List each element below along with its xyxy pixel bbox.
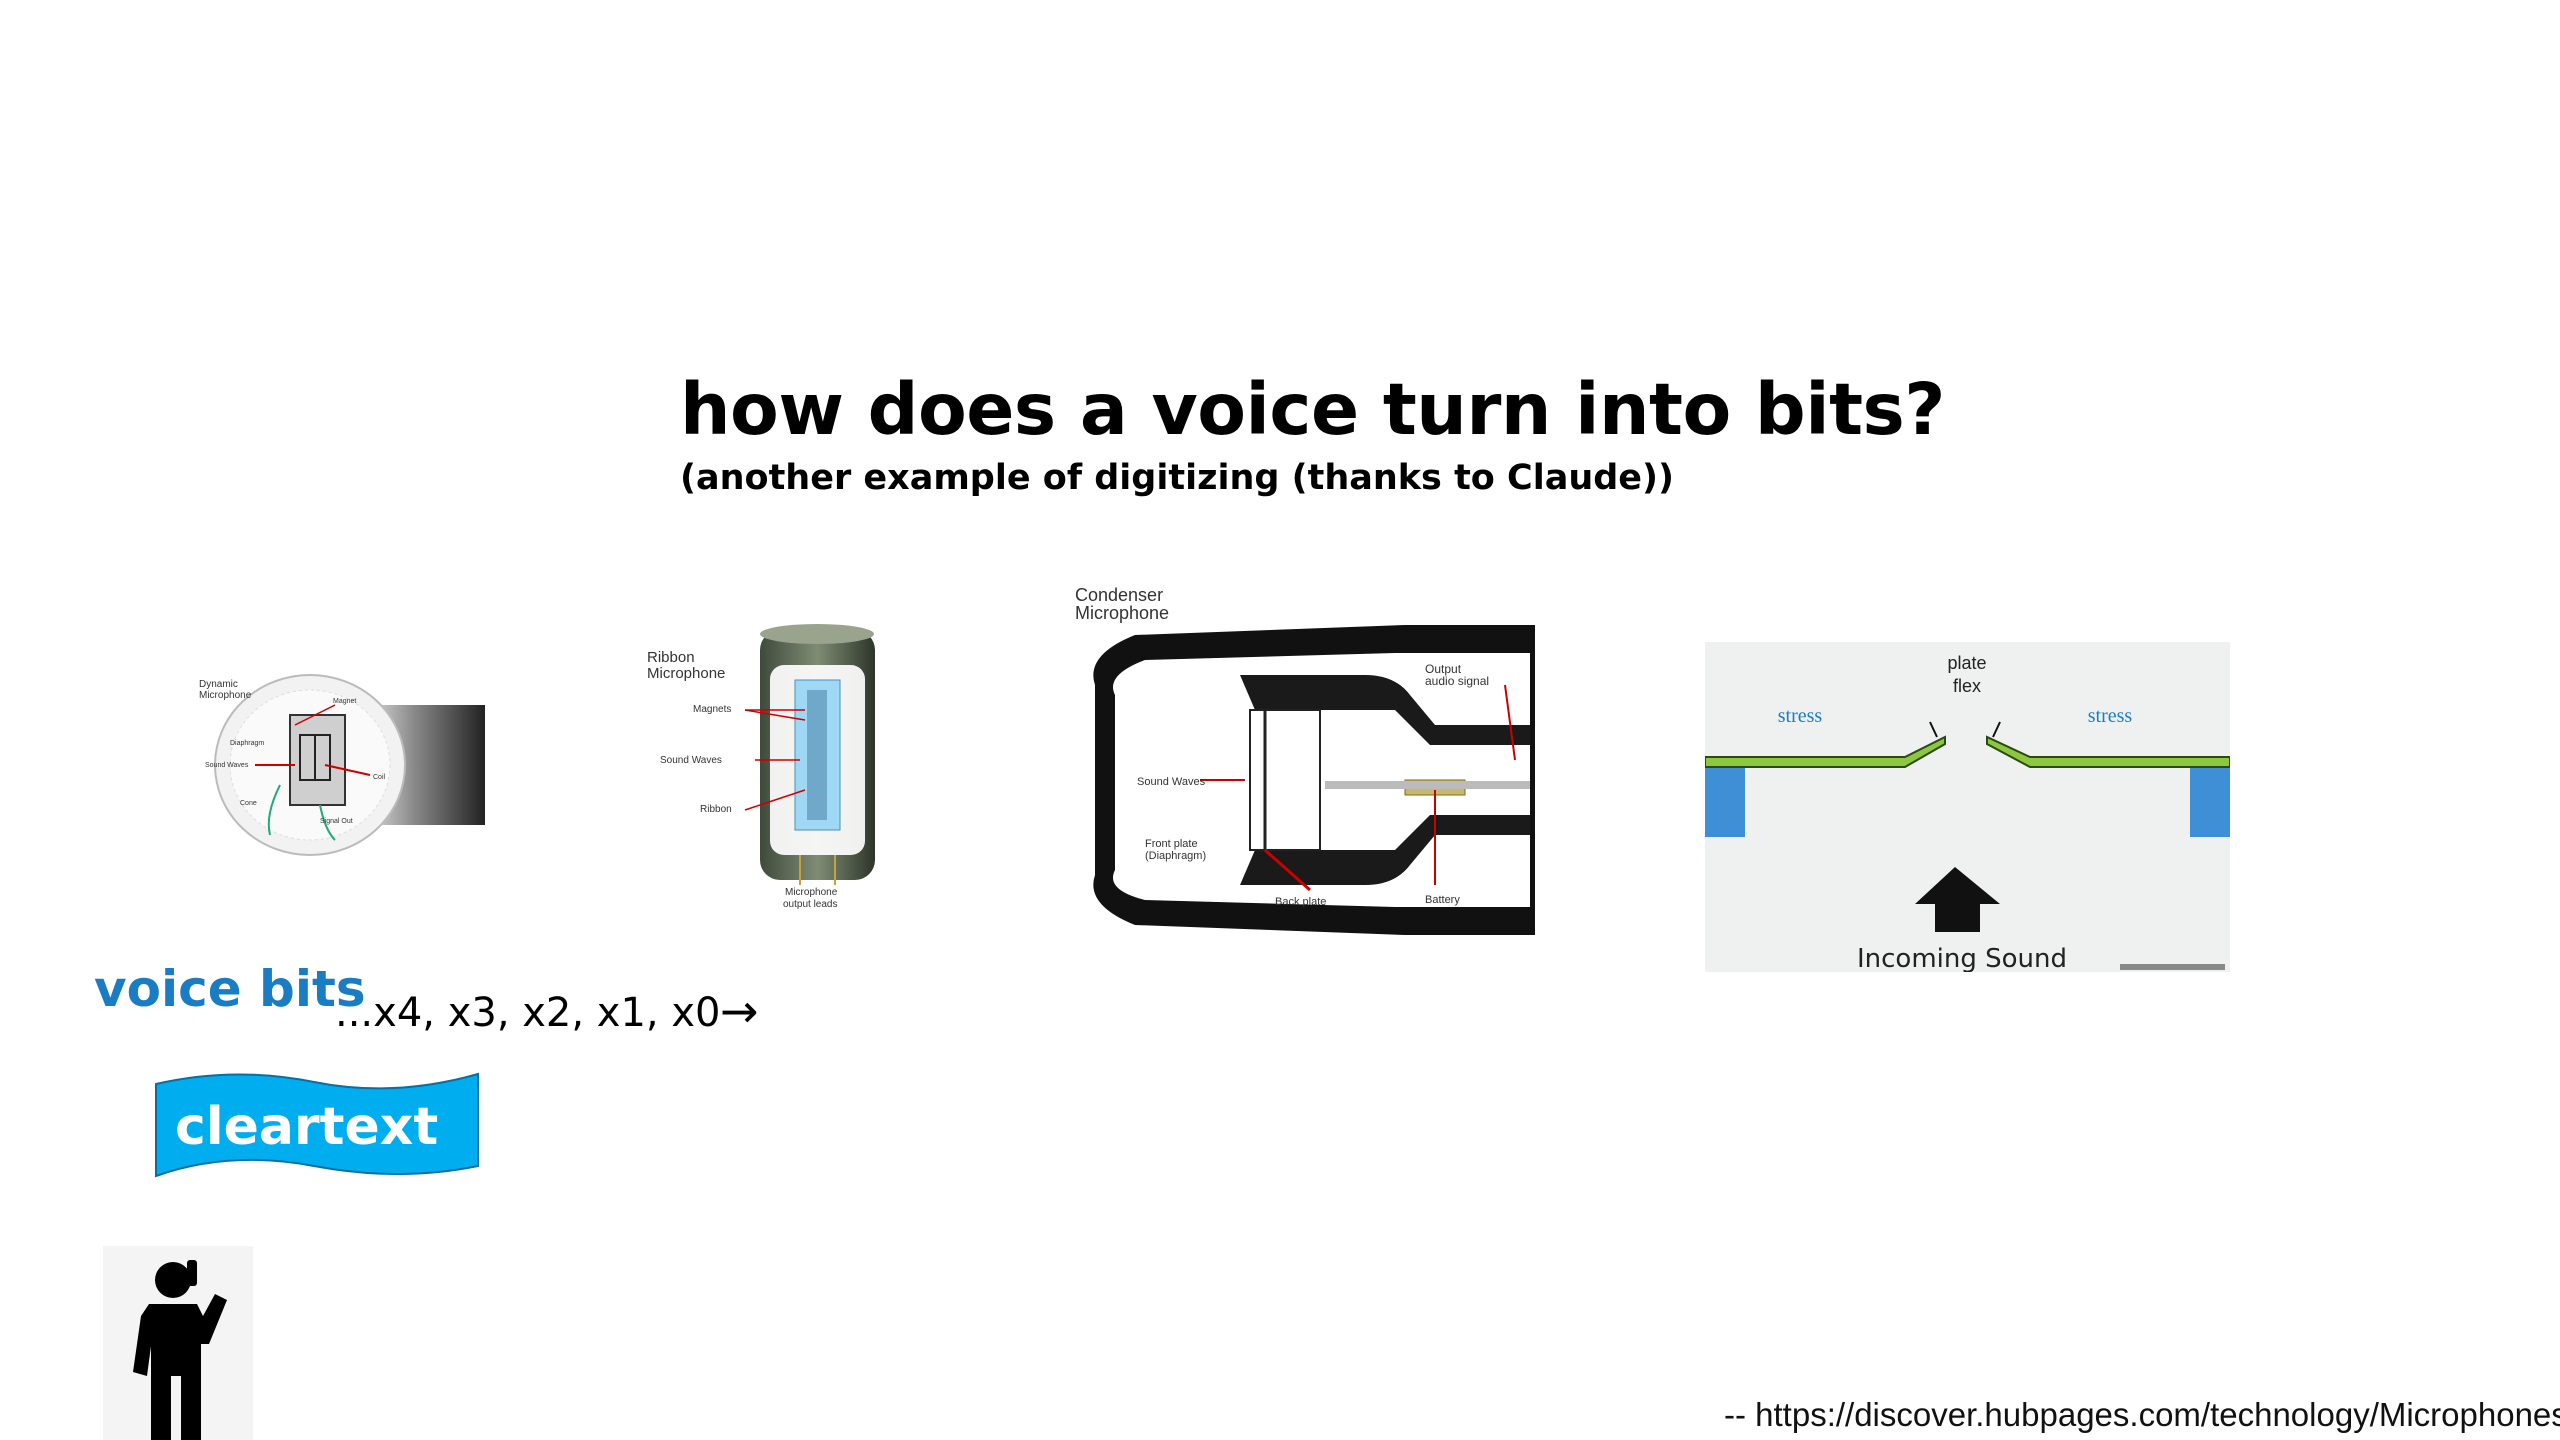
- ribbon-title-1: Ribbon: [647, 649, 695, 666]
- plate-label: plate: [1947, 653, 1986, 673]
- dynamic-microphone-figure: Dynamic Microphone Magnet Diaphragm Soun…: [199, 674, 485, 856]
- ribbon-microphone-figure: Ribbon Microphone Magnets Sound Waves Ri…: [647, 624, 875, 910]
- dynamic-label-cone: Cone: [240, 800, 257, 807]
- condenser-label-sound: Sound Waves: [1137, 776, 1206, 788]
- dynamic-label-coil: Coil: [373, 774, 386, 781]
- ribbon-label-sound: Sound Waves: [660, 755, 722, 766]
- condenser-label-back: Back plate: [1275, 896, 1326, 908]
- ribbon-label-output2: output leads: [783, 899, 838, 910]
- dynamic-title-1: Dynamic: [199, 679, 238, 690]
- condenser-title-2: Microphone: [1075, 603, 1169, 623]
- dynamic-label-sound: Sound Waves: [205, 762, 249, 769]
- condenser-label-diaphragm: (Diaphragm): [1145, 850, 1206, 862]
- source-citation: -- https://discover.hubpages.com/technol…: [1724, 1396, 2560, 1433]
- condenser-label-audio: audio signal: [1425, 674, 1489, 688]
- cleartext-banner: [155, 1072, 479, 1178]
- dynamic-label-signal: Signal Out: [320, 818, 353, 825]
- bit-sequence: ...x4, x3, x2, x1, x0: [335, 990, 721, 1036]
- ribbon-label-output1: Microphone: [785, 887, 838, 898]
- dynamic-title-2: Microphone: [199, 690, 252, 701]
- condenser-label-output: Output: [1425, 662, 1462, 676]
- condenser-microphone-figure: Condenser Microphone Output audio signal…: [1075, 585, 1535, 935]
- incoming-sound-label: Incoming Sound: [1857, 944, 2067, 972]
- plate-flex-figure: plate flex stress stress Incoming Sound: [1705, 642, 2230, 972]
- condenser-label-battery: Battery: [1425, 894, 1460, 906]
- ribbon-label-ribbon: Ribbon: [700, 804, 732, 815]
- right-arrow-icon: →: [720, 984, 759, 1038]
- stress-right-label: stress: [2088, 705, 2133, 727]
- condenser-label-front: Front plate: [1145, 838, 1198, 850]
- slide-title: how does a voice turn into bits?: [680, 368, 1945, 451]
- stress-left-label: stress: [1778, 705, 1823, 727]
- dynamic-label-diaphragm: Diaphragm: [230, 740, 264, 747]
- cleartext-label: cleartext: [175, 1097, 439, 1157]
- voice-bits-label: voice bits: [94, 960, 366, 1018]
- slide-subtitle: (another example of digitizing (thanks t…: [680, 458, 1675, 498]
- ribbon-title-2: Microphone: [647, 665, 725, 682]
- condenser-title-1: Condenser: [1075, 585, 1163, 605]
- person-on-phone-icon: [103, 1246, 253, 1440]
- ribbon-label-magnets: Magnets: [693, 704, 731, 715]
- flex-label: flex: [1953, 676, 1981, 696]
- dynamic-label-magnet: Magnet: [333, 698, 356, 705]
